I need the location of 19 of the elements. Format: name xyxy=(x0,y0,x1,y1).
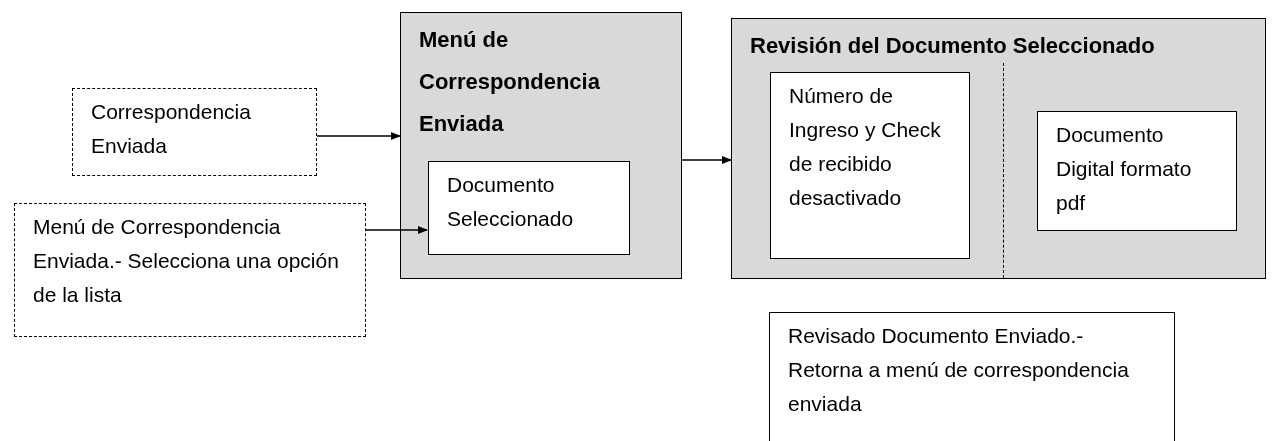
box-text: Documento Digital formato pdf xyxy=(1056,122,1193,216)
process-box xyxy=(770,72,970,259)
process-box xyxy=(14,203,366,337)
process-box xyxy=(72,88,317,176)
process-box xyxy=(1037,111,1237,231)
arrow xyxy=(316,132,401,140)
arrow xyxy=(681,156,732,164)
box-text: Documento Seleccionado xyxy=(447,172,575,232)
arrow xyxy=(365,226,428,234)
box-text: Número de Ingreso y Check de recibido desactivado xyxy=(789,83,942,211)
group-box xyxy=(731,18,1266,279)
box-text: Revisado Documento Enviado.- Retorna a menú de correspondencia enviada xyxy=(788,323,1130,417)
box-text: Correspondencia Enviada xyxy=(91,99,252,159)
process-box xyxy=(769,312,1175,441)
box-heading: Revisión del Documento Seleccionado xyxy=(750,32,1156,60)
group-box xyxy=(400,12,682,279)
process-box xyxy=(428,161,630,255)
box-text: Menú de Correspondencia Enviada.- Selecciona una opción de la lista xyxy=(33,214,340,308)
box-heading: Menú de Correspondencia Enviada xyxy=(419,26,601,138)
